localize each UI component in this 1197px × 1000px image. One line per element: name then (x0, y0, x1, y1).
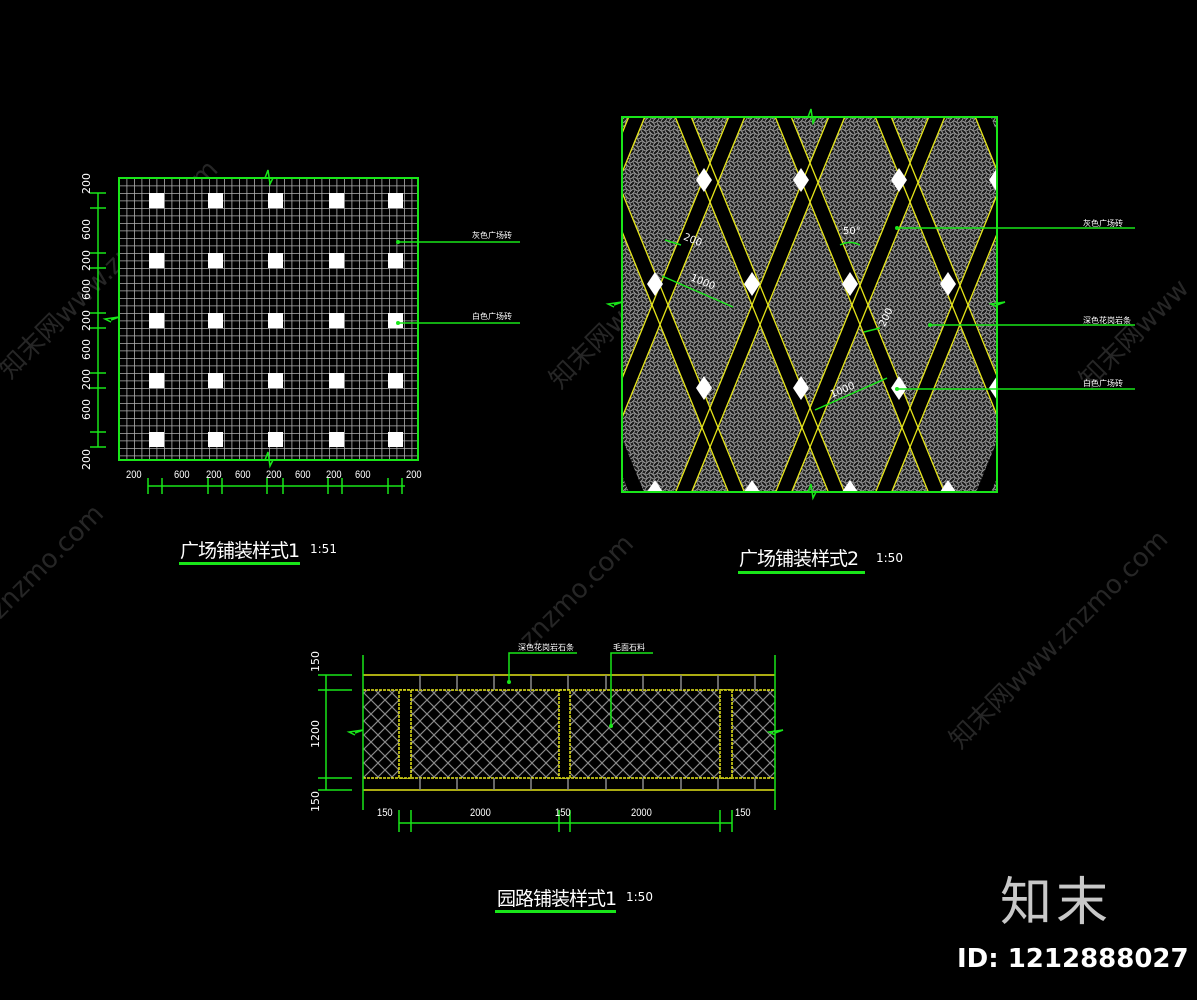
dim-label: 2000 (470, 807, 491, 819)
callout-granite-strip: 深色花岗岩石条 (518, 643, 574, 652)
watermark-text: 知末网www (1074, 273, 1195, 394)
dim-label: 200 (80, 310, 93, 331)
title-underline (179, 562, 300, 565)
dim-label: 200 (80, 250, 93, 271)
dim-label: 200 (80, 369, 93, 390)
callout-dark-granite-strip: 深色花岗岩条 (1083, 316, 1131, 325)
asset-id: ID: 1212888027 (957, 944, 1189, 974)
dim-label: 600 (295, 469, 311, 481)
dim-label: 200 (326, 469, 342, 481)
dim-label: 200 (126, 469, 142, 481)
cross-strips (398, 689, 733, 779)
left-dimension-line (318, 674, 352, 791)
dim-label: 600 (80, 399, 93, 420)
dim-label: 600 (174, 469, 190, 481)
dim-label: 1200 (309, 720, 322, 748)
left-dimension-line (90, 192, 106, 448)
dimension-annotations (661, 239, 888, 411)
drawing-scale: 1:50 (626, 890, 653, 904)
drawing-title: 广场铺装样式2 (739, 548, 859, 570)
dim-label: 2000 (631, 807, 652, 819)
bottom-dimension-line (147, 478, 405, 494)
drawing-scale: 1:50 (876, 551, 903, 565)
watermark-text: znzmo.com (0, 499, 110, 625)
dim-label: 200 (80, 449, 93, 470)
drawing-title: 园路铺装样式1 (497, 888, 617, 910)
drawing-scale: 1:51 (310, 542, 337, 556)
white-tile-grid (149, 193, 403, 447)
garden-path-pattern-1 (318, 652, 784, 832)
callout-gray-tile: 灰色广场砖 (472, 231, 512, 240)
callout-rough-stone: 毛面石料 (613, 643, 645, 652)
callout-gray-tile: 灰色广场砖 (1083, 219, 1123, 228)
dim-label: 600 (355, 469, 371, 481)
dim-label: 150 (735, 807, 751, 819)
dim-label: 150 (555, 807, 571, 819)
callout-white-tile: 白色广场砖 (1083, 379, 1123, 388)
watermark-text: 知末网www.znzmo.com (944, 524, 1175, 755)
callout-white-tile: 白色广场砖 (472, 312, 512, 321)
plaza-pattern-1 (90, 169, 520, 494)
dim-label: 600 (80, 279, 93, 300)
dim-label: 600 (80, 339, 93, 360)
white-diamond-tiles (647, 168, 997, 492)
watermark-text: znzmo.com (514, 529, 640, 655)
brand-logo: 知末 (1000, 873, 1113, 933)
dim-label: 200 (406, 469, 422, 481)
title-underline (738, 571, 865, 574)
plaza-pattern-2 (605, 108, 1135, 501)
dim-label: 600 (235, 469, 251, 481)
dim-label: 150 (309, 651, 322, 672)
yellow-band-edges (622, 117, 997, 492)
dim-label: 600 (80, 219, 93, 240)
dim-label: 200 (266, 469, 282, 481)
title-underline (495, 910, 616, 913)
bottom-dimension-line (398, 810, 733, 832)
angle-label: 50° (843, 226, 861, 237)
drawing-title: 广场铺装样式1 (180, 540, 300, 562)
dim-label: 150 (377, 807, 393, 819)
dim-label: 200 (80, 173, 93, 194)
dim-label: 200 (206, 469, 222, 481)
dim-label: 150 (309, 791, 322, 812)
border-stone-joints (419, 675, 756, 790)
